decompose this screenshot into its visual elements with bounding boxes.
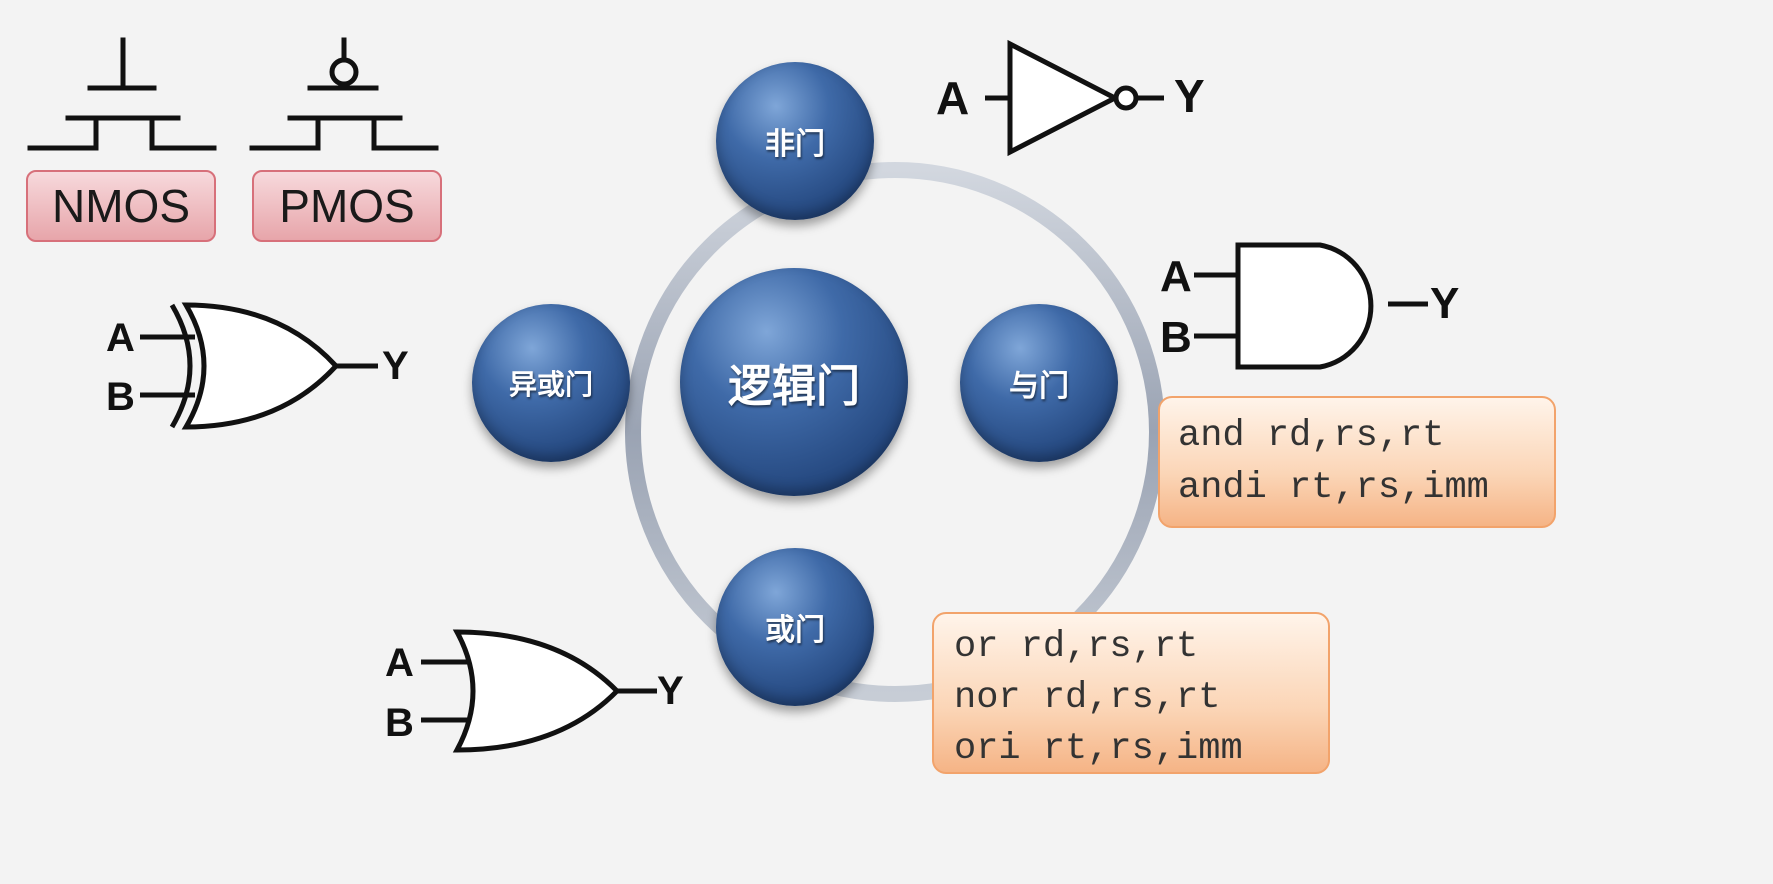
center-node-logic-gates: 逻辑门	[680, 268, 908, 496]
not-gate-input-a: A	[936, 72, 969, 124]
pmos-symbol	[249, 37, 439, 151]
or-gate-symbol: A B Y	[385, 629, 684, 753]
node-and-gate: 与门	[960, 304, 1118, 462]
xor-gate-output-y: Y	[382, 344, 409, 388]
and-gate-input-a: A	[1160, 252, 1192, 301]
or-instruction-line: or rd,rs,rt	[954, 626, 1199, 668]
not-gate-output-y: Y	[1174, 70, 1205, 122]
xor-gate-input-a: A	[106, 316, 135, 360]
and-gate-output-y: Y	[1430, 279, 1459, 328]
node-or-gate: 或门	[716, 548, 874, 706]
nmos-symbol	[27, 37, 217, 151]
node-not-gate: 非门	[716, 62, 874, 220]
nmos-label: NMOS	[26, 170, 216, 242]
or-gate-output-y: Y	[657, 669, 684, 713]
andi-instruction-line: andi rt,rs,imm	[1178, 467, 1489, 509]
node-xor-gate: 异或门	[472, 304, 630, 462]
or-instructions-box: or rd,rs,rt nor rd,rs,rt ori rt,rs,imm	[932, 612, 1330, 774]
nor-instruction-line: nor rd,rs,rt	[954, 677, 1221, 719]
or-gate-input-b: B	[385, 701, 414, 745]
and-instruction-line: and rd,rs,rt	[1178, 415, 1445, 457]
and-gate-input-b: B	[1160, 313, 1192, 362]
or-gate-input-a: A	[385, 641, 414, 685]
not-gate-symbol: A Y	[936, 39, 1205, 157]
and-instructions-box: and rd,rs,rt andi rt,rs,imm	[1158, 396, 1556, 528]
ori-instruction-line: ori rt,rs,imm	[954, 728, 1243, 770]
xor-gate-input-b: B	[106, 375, 135, 419]
xor-gate-symbol: A B Y	[106, 302, 409, 430]
and-gate-symbol: A B Y	[1160, 242, 1459, 370]
pmos-label: PMOS	[252, 170, 442, 242]
